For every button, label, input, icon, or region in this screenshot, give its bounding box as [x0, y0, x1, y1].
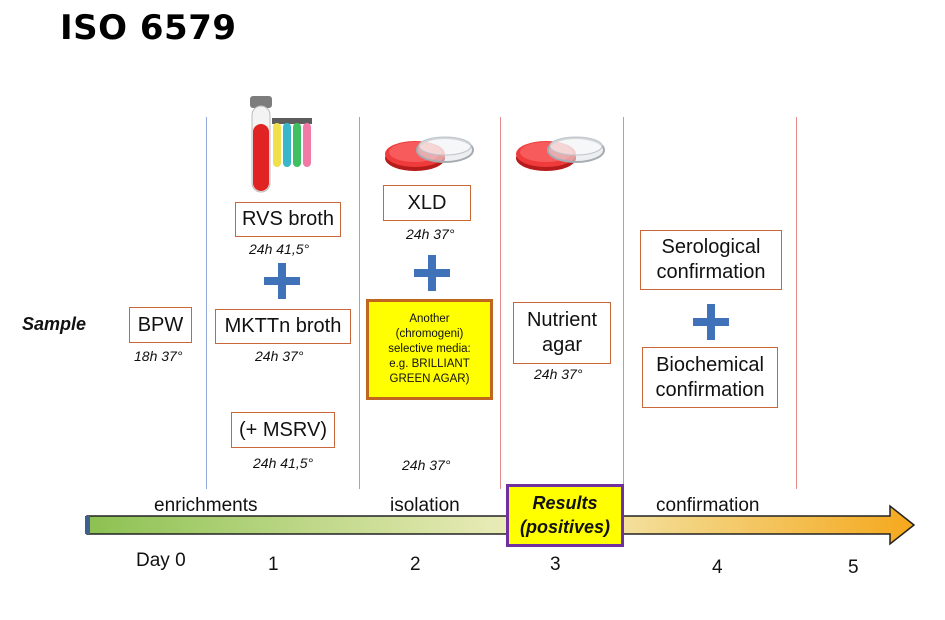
mkttn-broth-box: MKTTn broth: [215, 309, 351, 344]
results-line: (positives): [519, 516, 611, 537]
bpw-label: BPW: [137, 313, 184, 336]
day-label: 4: [712, 557, 723, 578]
phase-label-confirmation: confirmation: [656, 495, 760, 516]
timeline-arrow: [85, 504, 916, 546]
another-media-line: Another: [409, 313, 450, 326]
another-media-box: Another (chromogeni) selective media: e.…: [366, 299, 493, 400]
biochemical-line: confirmation: [655, 378, 765, 401]
day-label: 1: [268, 554, 279, 575]
divider-line: [500, 117, 501, 489]
serological-line: Serological: [661, 236, 761, 258]
bpw-conditions: 18h 37°: [134, 348, 183, 364]
rvs-broth-box: RVS broth: [235, 202, 341, 237]
another-media-line: (chromogeni): [395, 328, 464, 341]
serological-box: Serological confirmation: [640, 230, 782, 290]
mkttn-conditions: 24h 37°: [255, 348, 304, 364]
test-tubes-icon: [250, 96, 312, 193]
plus-icon: [414, 255, 450, 291]
results-line: Results: [532, 493, 598, 514]
msrv-label: (+ MSRV): [239, 418, 327, 441]
rvs-conditions: 24h 41,5°: [249, 241, 310, 257]
sample-label: Sample: [22, 314, 87, 334]
plus-icon: [693, 304, 729, 340]
xld-conditions: 24h 37°: [406, 226, 455, 242]
another-media-line: GREEN AGAR): [389, 372, 470, 385]
phase-label-enrichments: enrichments: [154, 495, 258, 516]
petri-dish-icon: [516, 136, 605, 171]
page-title: ISO 6579: [60, 8, 237, 48]
day-label: 2: [410, 554, 421, 575]
nutrient-agar-line: Nutrient: [526, 309, 598, 331]
serological-line: confirmation: [656, 261, 766, 283]
day-label: 3: [550, 554, 561, 575]
biochemical-box: Biochemical confirmation: [642, 347, 778, 408]
another-media-line: selective media:: [388, 343, 471, 356]
another-media-conditions: 24h 37°: [402, 457, 451, 473]
petri-dish-icon: [385, 136, 474, 171]
divider-line: [796, 117, 797, 489]
divider-line: [206, 117, 207, 489]
phase-label-isolation: isolation: [390, 495, 460, 516]
msrv-box: (+ MSRV): [231, 412, 335, 448]
nutrient-agar-box: Nutrient agar: [513, 302, 611, 364]
plus-icon: [264, 263, 300, 299]
day-label: Day 0: [136, 550, 186, 571]
biochemical-line: Biochemical: [656, 353, 764, 376]
mkttn-broth-label: MKTTn broth: [224, 315, 342, 337]
day-label: 5: [848, 557, 859, 578]
nutrient-conditions: 24h 37°: [534, 366, 583, 382]
xld-box: XLD: [383, 185, 471, 221]
msrv-conditions: 24h 41,5°: [253, 455, 314, 471]
divider-line: [359, 117, 360, 489]
bpw-box: BPW: [129, 307, 192, 343]
xld-label: XLD: [407, 191, 447, 214]
another-media-line: e.g. BRILLIANT: [389, 357, 470, 370]
results-box: Results (positives): [506, 484, 624, 547]
divider-line: [623, 117, 624, 489]
rvs-broth-label: RVS broth: [242, 208, 334, 230]
nutrient-agar-line: agar: [541, 334, 583, 356]
